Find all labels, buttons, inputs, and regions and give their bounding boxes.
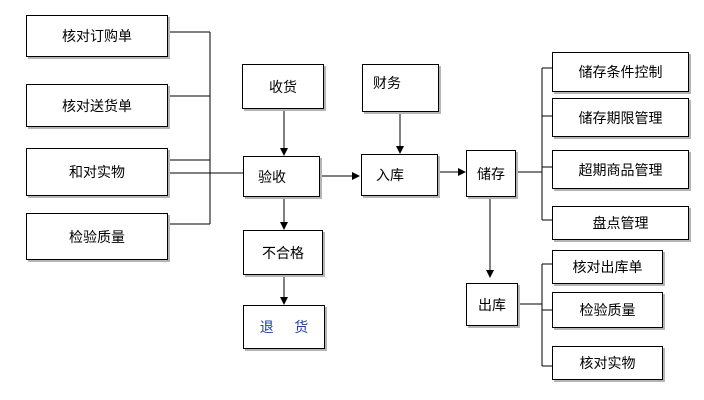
storage-task-condition-control: 储存条件控制 (552, 52, 689, 92)
out-task-check-quality: 检验质量 (552, 292, 663, 328)
input-box-verify-delivery: 核对送货单 (26, 84, 168, 127)
warehouse-in-box: 入库 (361, 154, 438, 196)
input-box-verify-order: 核对订购单 (26, 15, 168, 57)
input-box-check-goods: 和对实物 (26, 148, 168, 196)
return-goods-box: 退 货 (243, 305, 325, 349)
out-task-verify-out-order: 核对出库单 (552, 250, 663, 284)
finance-box: 财务 (362, 64, 439, 112)
warehouse-out-box: 出库 (466, 283, 518, 326)
reject-box: 不合格 (243, 230, 323, 275)
out-task-check-goods: 核对实物 (552, 346, 663, 380)
receive-box: 收货 (242, 64, 324, 109)
storage-task-period-management: 储存期限管理 (552, 98, 689, 137)
storage-task-inventory: 盘点管理 (552, 206, 689, 240)
storage-task-overdue-management: 超期商品管理 (552, 150, 689, 189)
storage-box: 储存 (466, 150, 516, 197)
inspect-box: 验收 (243, 156, 320, 197)
input-box-check-quality: 检验质量 (26, 213, 168, 260)
